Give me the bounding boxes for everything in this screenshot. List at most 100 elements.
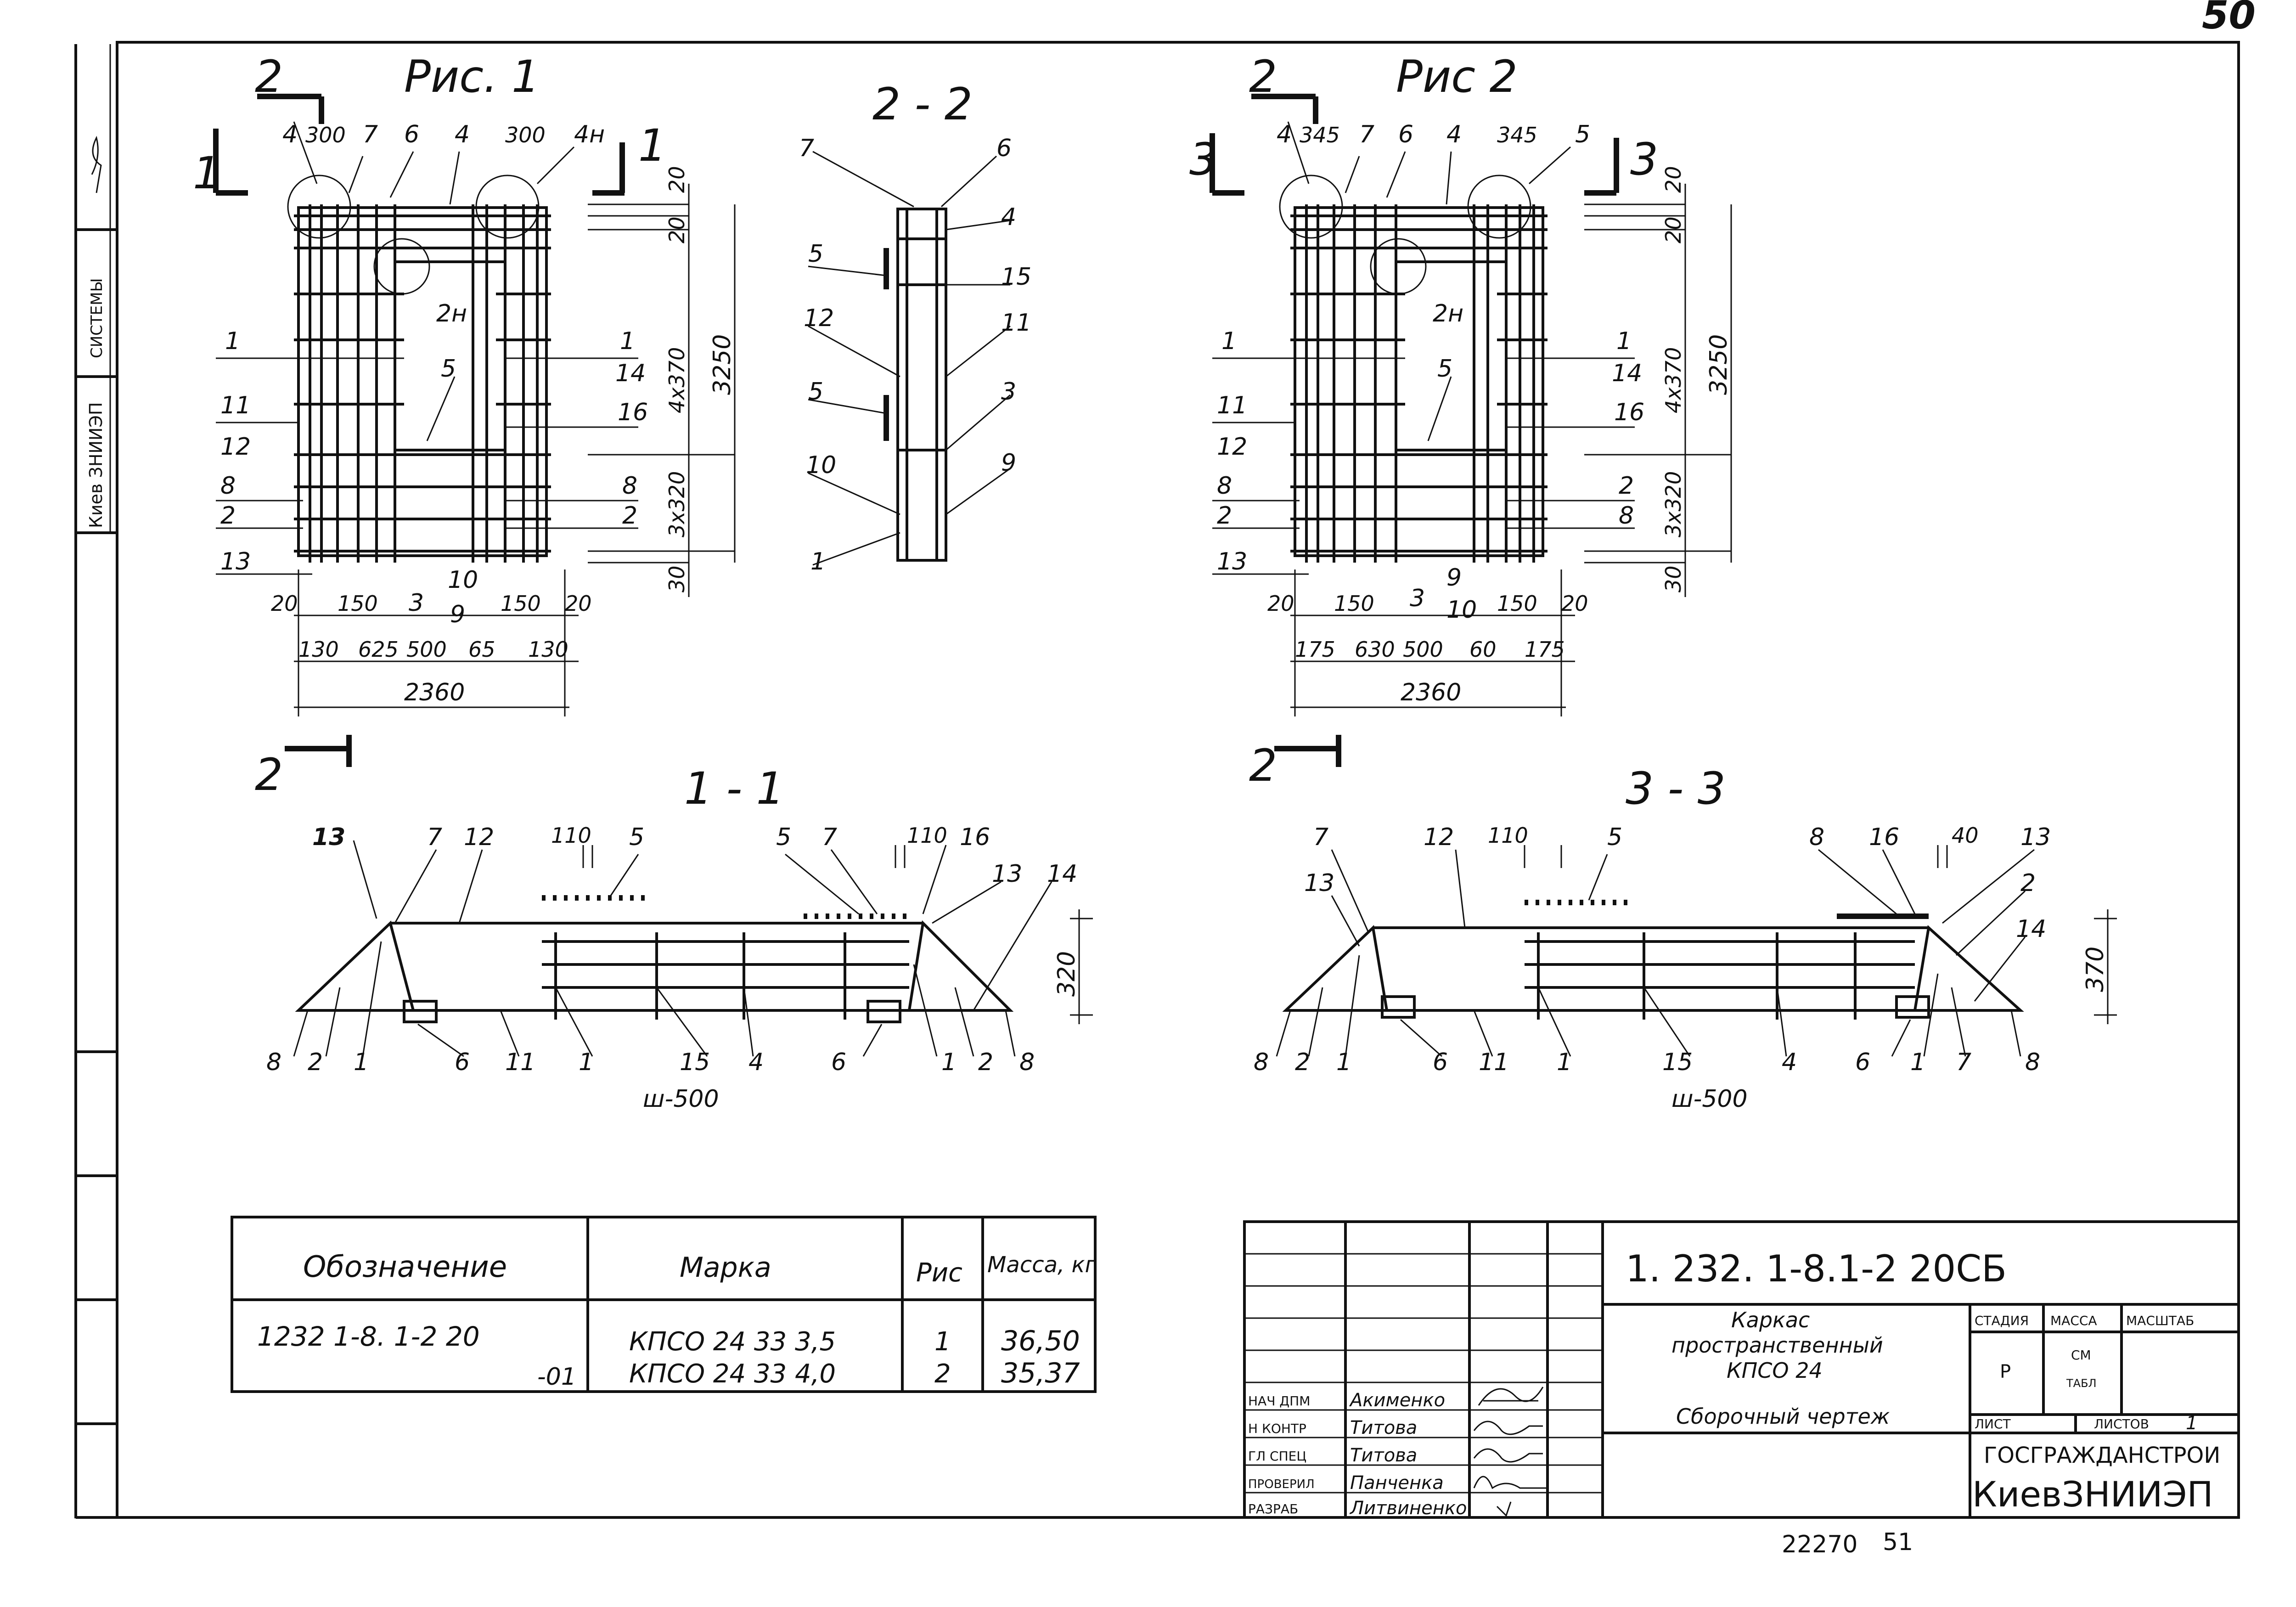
fig2-dim-3x320: 3x320 [1661,471,1686,537]
sec33-label-16: 16 [1869,823,1899,851]
sec33-label-40: 40 [1952,823,1979,848]
spec-row1-mark: КПСО 24 33 3,5 [629,1327,836,1357]
sec11-dim-320: 320 [1053,951,1080,997]
fig2-dim-20l: 20 [1267,591,1294,616]
sec11-label-13b: 13 [992,860,1022,888]
fig1-title: Рис. 1 [404,51,540,102]
sec33-label-8b: 8 [2025,1049,2040,1076]
fig2-label-1b: 1 [1616,327,1632,355]
sec33-label-1a: 1 [1336,1049,1351,1076]
sec33-label-7b: 7 [1956,1049,1971,1076]
fig2-label-4b: 4 [1446,121,1462,148]
sec33-label-6a: 6 [1433,1049,1448,1076]
sec33-label-8a: 8 [1254,1049,1269,1076]
fig1-label-14: 14 [615,360,646,387]
person-role-1: НАЧ ДПМ [1248,1393,1310,1409]
title-name-2: пространственный [1671,1333,1883,1358]
title-scale-header: МАСШТАБ [2126,1313,2194,1328]
fig1-dim-500: 500 [406,637,447,662]
person-name-1: Акименко [1349,1390,1445,1411]
title-mass-2: ТАБЛ [2066,1377,2097,1390]
sec33-label-5: 5 [1607,823,1622,851]
title-name-3: КПСО 24 [1727,1358,1823,1383]
sec22-label-15: 15 [1001,263,1031,291]
fig1-dim-2360: 2360 [404,679,465,706]
fig2-label-12: 12 [1217,433,1247,461]
fig1-dim-3250: 3250 [709,334,736,395]
sec33-label-8t: 8 [1809,823,1824,851]
sec11-label-2b: 2 [978,1049,993,1076]
fig1-label-11: 11 [220,392,251,419]
fig2-dim-2360: 2360 [1401,679,1461,706]
fig2-label-8a: 8 [1217,472,1232,500]
sec11-title: 1 - 1 [684,763,784,814]
fig2-dim-630: 630 [1355,637,1395,662]
fig1-label-5: 5 [441,355,456,383]
fig2-cut-mark-right: 3 [1630,134,1658,185]
sec22-label-1: 1 [810,548,826,575]
sec11-label-1b: 1 [579,1049,594,1076]
fig2-dim-20a: 20 [1661,166,1686,193]
sec33-dim-370: 370 [2082,947,2109,992]
sec33-label-1c: 1 [1910,1049,1925,1076]
fig2-title: Рис 2 [1396,51,1518,102]
fig1-label-2a: 2 [220,502,236,530]
fig1-section-mark-bottom: 2 [255,749,283,801]
person-name-3: Титова [1350,1445,1417,1466]
sec11-label-110b: 110 [907,823,947,848]
fig2-dim-150r: 150 [1497,591,1537,616]
sec22-label-10: 10 [806,451,836,479]
fig2-label-345a: 345 [1300,123,1340,147]
sec11-label-8b: 8 [1019,1049,1035,1076]
section-3-3: 3 - 3 [1254,763,2117,1113]
fig2-label-2h: 2н [1433,300,1463,327]
fig2-dim-175l: 175 [1295,637,1335,662]
title-mass-header: МАССА [2050,1313,2097,1328]
sec11-label-2a: 2 [308,1049,323,1076]
fig2-dim-30: 30 [1661,565,1686,592]
fig2-label-2a: 2 [1217,502,1232,530]
page-number: 50 [2202,0,2256,38]
sec22-label-9: 9 [1001,449,1016,477]
fig1-dim-65: 65 [468,637,495,662]
fig2-label-11: 11 [1217,392,1247,419]
title-org-2: КиевЗНИИЭП [1972,1474,2213,1515]
sec33-label-12: 12 [1424,823,1454,851]
fig2-dim-175r: 175 [1525,637,1565,662]
title-stage: Р [2000,1361,2011,1382]
fig1-label-7: 7 [363,121,378,148]
fig2-dim-4x370: 4x370 [1661,347,1686,413]
spec-row2-mark: КПСО 24 33 4,0 [629,1359,836,1389]
sec22-label-6: 6 [996,135,1012,162]
sec33-label-1b: 1 [1557,1049,1572,1076]
footer-number: 22270 [1782,1531,1857,1558]
person-role-3: ГЛ СПЕЦ [1248,1449,1306,1464]
fig1-dim-20r: 20 [565,591,592,616]
title-code: 1. 232. 1-8.1-2 20СБ [1626,1247,2007,1290]
fig2-label-4a: 4 [1277,121,1292,148]
sec33-label-13r: 13 [2020,823,2051,851]
sec11-label-7a: 7 [427,823,442,851]
fig1-label-300a: 300 [305,123,346,147]
person-name-5: Литвиненко [1349,1498,1467,1519]
fig1-dim-150l: 150 [338,591,378,616]
sec22-label-4: 4 [1001,203,1016,231]
fig2-label-9: 9 [1446,564,1462,592]
person-role-4: ПРОВЕРИЛ [1248,1477,1315,1491]
fig2-section-mark-bottom: 2 [1249,740,1277,791]
fig2-label-6: 6 [1398,121,1413,148]
fig2-dim-60: 60 [1469,637,1497,662]
fig1-label-2h: 2н [436,300,467,327]
fig1-dim-20l: 20 [271,591,298,616]
spec-row1-mass: 36,50 [1001,1325,1080,1357]
fig2-dim-20b: 20 [1661,216,1686,243]
fig1-label-10: 10 [448,566,478,594]
fig1-label-4h: 4н [574,121,605,148]
fig1-dim-4x370: 4x370 [664,347,689,413]
sec11-label-1a: 1 [354,1049,369,1076]
sec11-label-13a: 13 [312,823,345,851]
person-name-4: Панченка [1350,1472,1444,1494]
sec33-label-11: 11 [1479,1049,1509,1076]
sec33-label-7a: 7 [1313,823,1328,851]
